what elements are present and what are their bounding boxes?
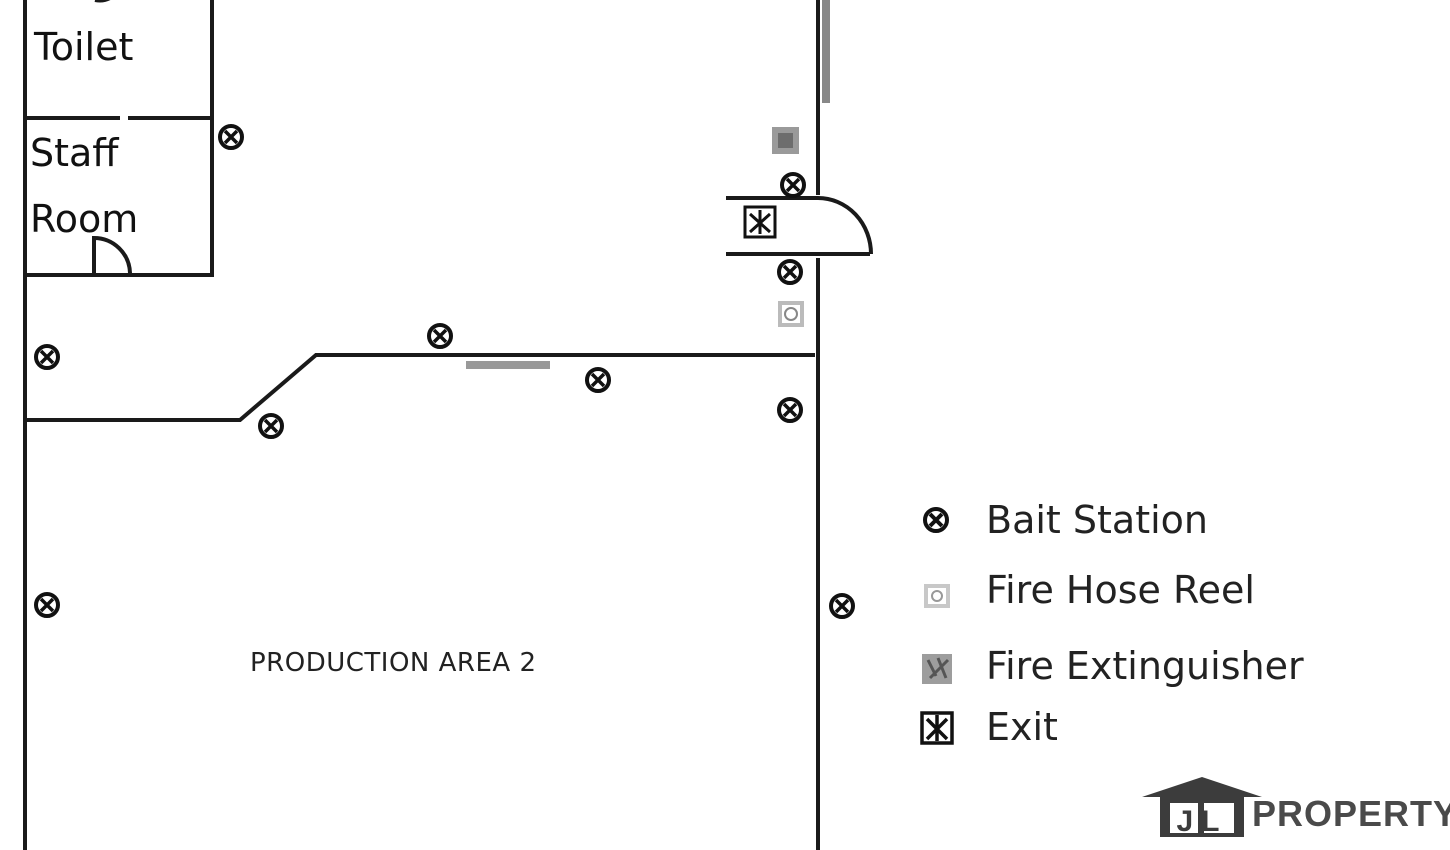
legend-fire-extinguisher: Fire Extinguisher — [918, 644, 1304, 688]
bait-station-icon — [780, 172, 806, 198]
bait-station-icon — [585, 367, 611, 393]
bait-station-icon — [218, 124, 244, 150]
bait-station-icon — [777, 259, 803, 285]
circled-x-icon — [923, 507, 949, 533]
logo-letters: JL — [1176, 805, 1227, 837]
partition-wall — [25, 353, 815, 422]
legend-exit-label: Exit — [986, 705, 1058, 749]
bait-station-icon — [34, 592, 60, 618]
bait-station-icon — [777, 397, 803, 423]
extinguisher-icon — [922, 654, 952, 684]
exit-sign-icon — [920, 711, 954, 745]
staff-door-swing — [92, 235, 132, 274]
partition-opening-mark — [466, 361, 550, 369]
wall-window-mark — [822, 0, 830, 103]
hose-reel-icon — [924, 584, 950, 608]
bait-station-icon — [427, 323, 453, 349]
hose-reel-icon — [778, 301, 804, 327]
house-logo-icon: JL — [1142, 777, 1262, 838]
bait-station-icon — [258, 413, 284, 439]
logo-word: PROPERTY — [1252, 793, 1450, 834]
bait-station-icon — [829, 593, 855, 619]
staff-room-label-line1: Staff — [30, 131, 119, 175]
staff-room-label-line2: Room — [30, 197, 139, 241]
exit-sign-icon — [743, 205, 777, 239]
bait-station-icon — [34, 344, 60, 370]
legend-exit: Exit — [918, 705, 1058, 749]
production-area-label: PRODUCTION AREA 2 — [250, 648, 537, 678]
exit-door-swing — [817, 196, 873, 255]
bait-stations — [34, 124, 855, 619]
legend-bait-station: Bait Station — [918, 498, 1208, 542]
extinguisher-icon — [772, 127, 799, 154]
legend-fire-extinguisher-label: Fire Extinguisher — [986, 644, 1304, 688]
legend-fire-hose-reel: Fire Hose Reel — [918, 568, 1255, 612]
toilet-label: Toilet — [34, 25, 134, 69]
jl-property-logo: JL PROPERTY — [1140, 775, 1450, 838]
plan-symbols — [743, 127, 804, 327]
legend-bait-station-label: Bait Station — [986, 498, 1208, 542]
legend-fire-hose-reel-label: Fire Hose Reel — [986, 568, 1255, 612]
walls — [23, 0, 873, 850]
